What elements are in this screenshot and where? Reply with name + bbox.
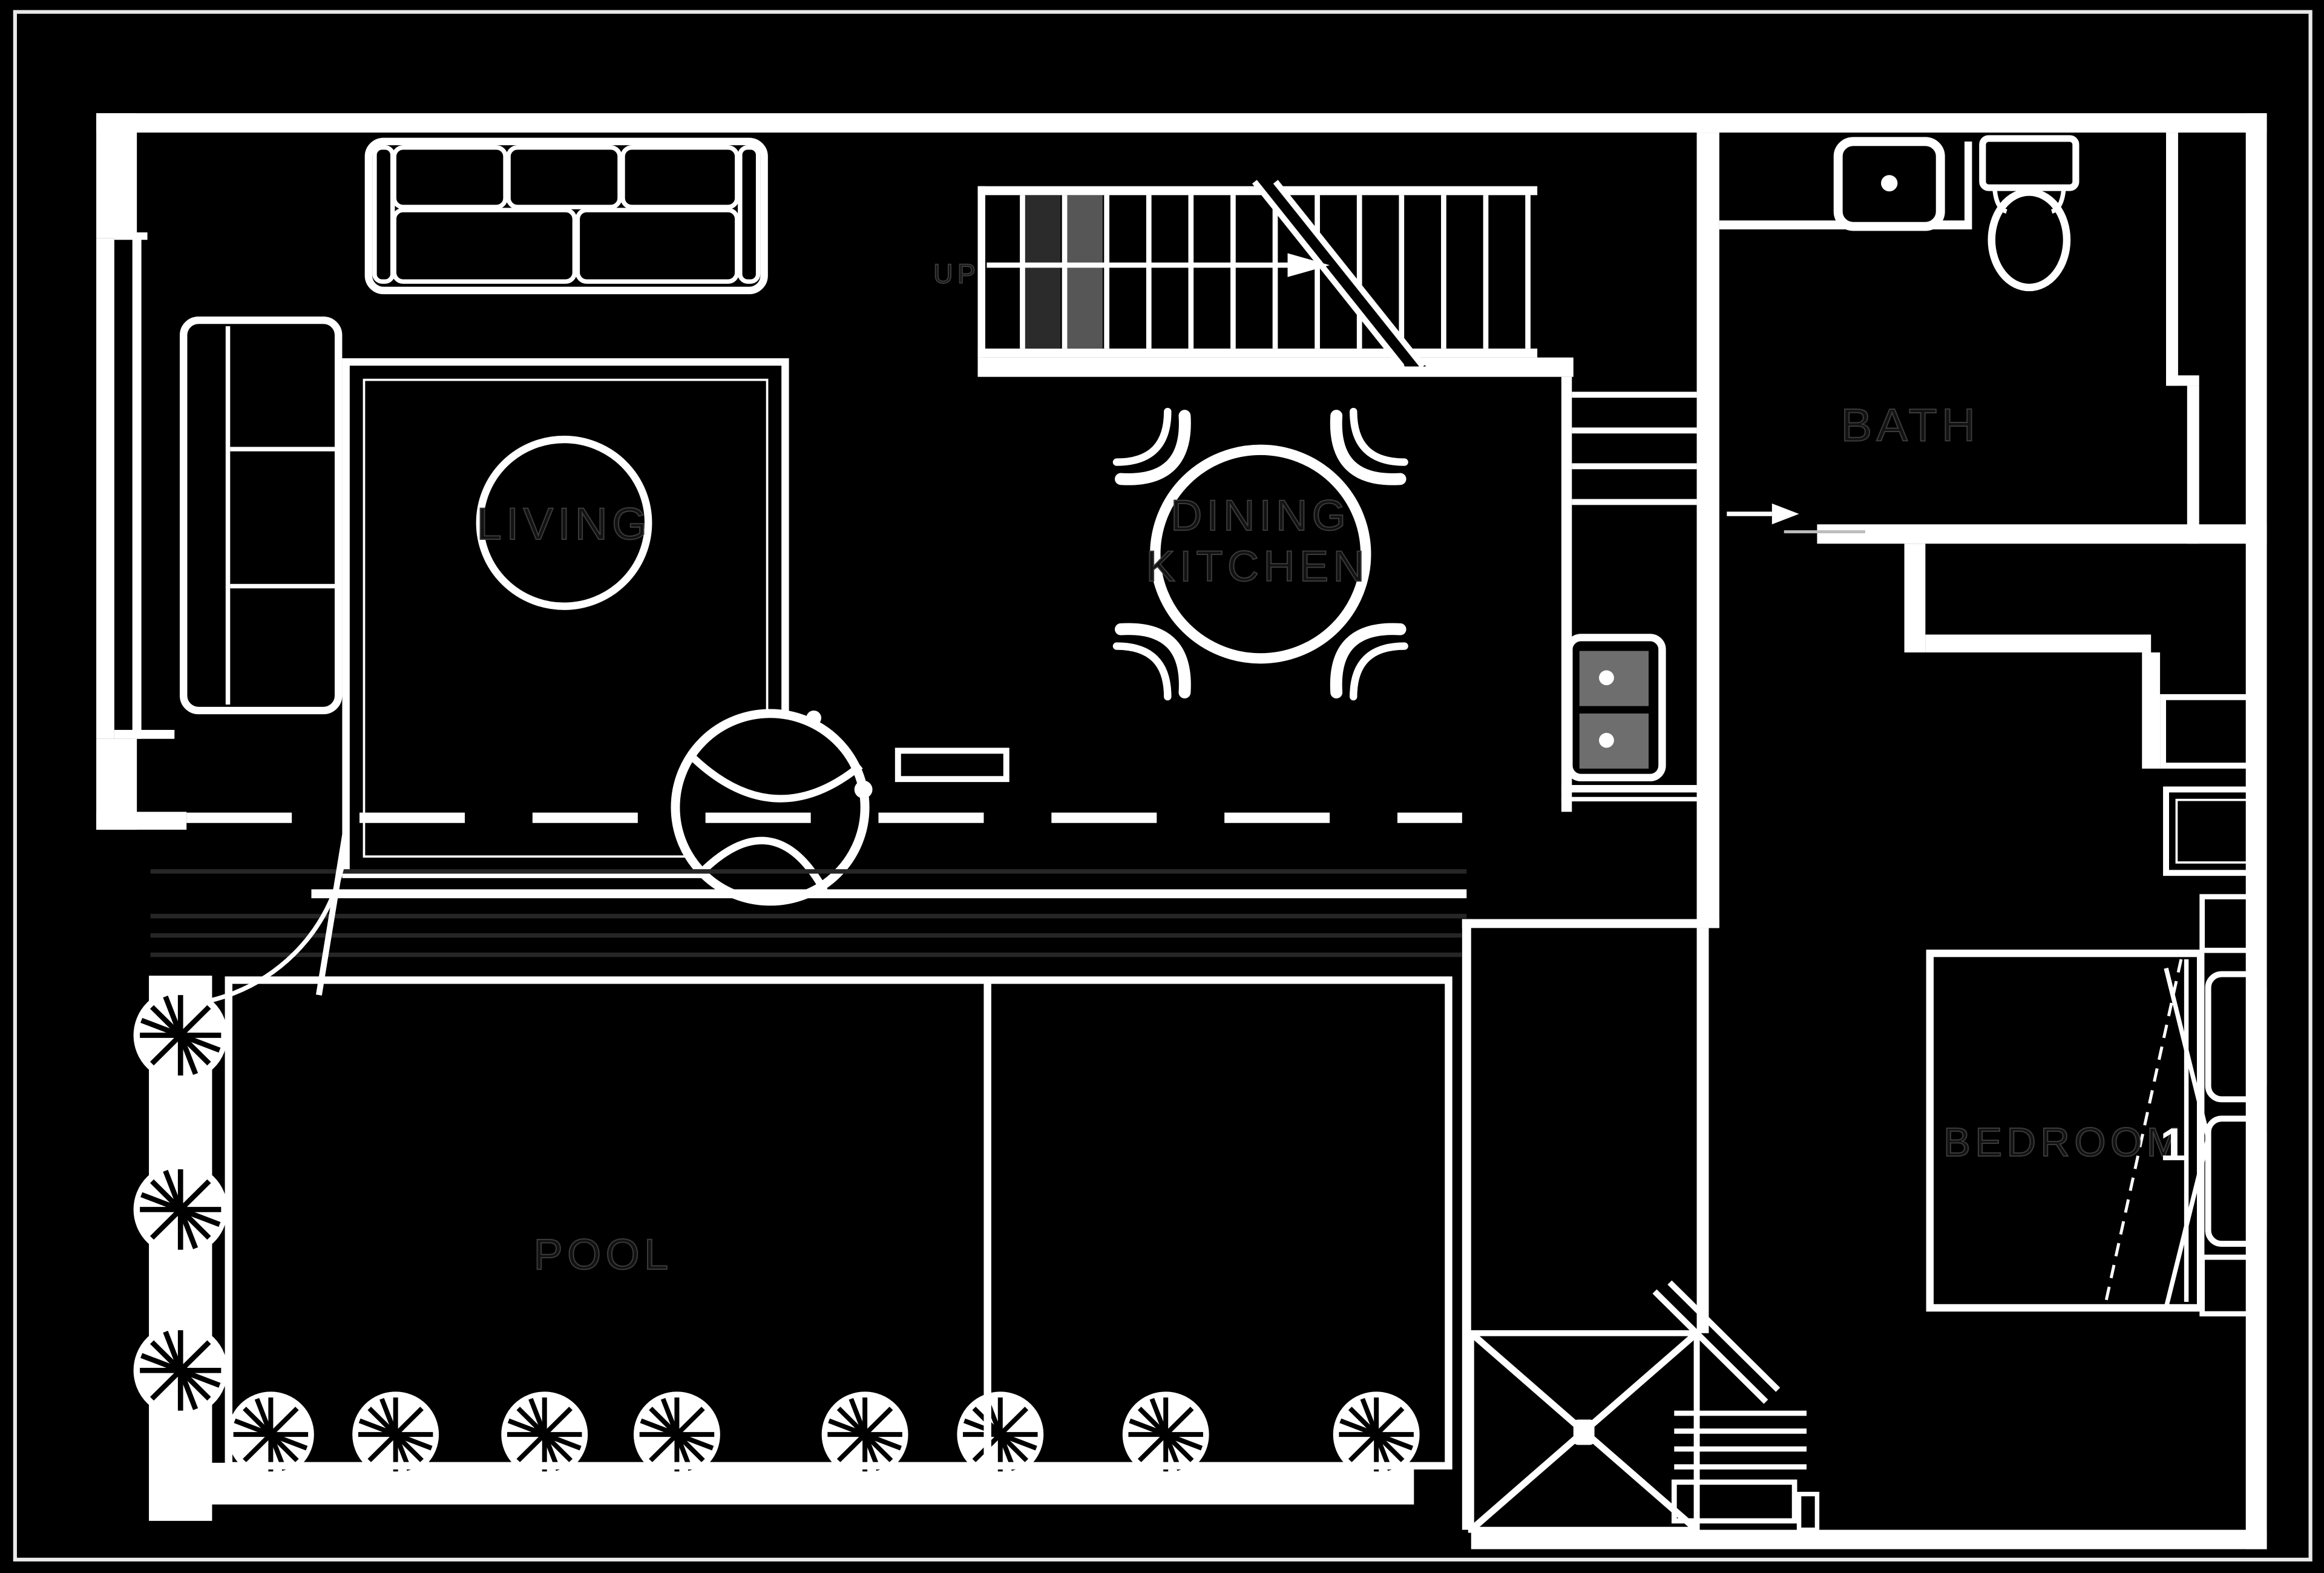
- stair-tread-highlight: [1066, 195, 1103, 349]
- dining-label-line2: KITCHEN: [1146, 542, 1370, 591]
- nightstand-top: [2199, 894, 2267, 953]
- bedroom-number-label: 1: [2160, 1120, 2186, 1171]
- rug-inner: [363, 378, 769, 858]
- storage-box: [2163, 786, 2266, 876]
- sofa-cushions: [372, 145, 761, 284]
- bedroom: BEDROOM 1: [1926, 694, 2267, 1317]
- dining-label-line1: DINING: [1170, 491, 1350, 540]
- bath-label: BATH: [1841, 400, 1980, 452]
- dining-table: [1150, 444, 1371, 664]
- ramp-and-steps: [1652, 1280, 1820, 1532]
- left-planter: [136, 976, 226, 1521]
- pillow-1: [2205, 971, 2267, 1103]
- break-line: [1252, 180, 1405, 369]
- bench: [894, 747, 1009, 783]
- sheet-border: [13, 10, 2313, 1562]
- armchair: [180, 316, 343, 715]
- break-line-2: [1273, 180, 1426, 369]
- pool: POOL: [225, 976, 1452, 1470]
- bedroom-label: BEDROOM: [1943, 1120, 2185, 1165]
- bathroom-sink: [1833, 137, 1945, 231]
- nightstand-bottom: [2199, 1254, 2267, 1317]
- entry-arrow: [1727, 503, 1865, 534]
- bottom-planter: [210, 1393, 1418, 1505]
- living-room: LIVING: [180, 137, 1009, 906]
- wall-layer: [96, 113, 2267, 1549]
- closet: [2160, 694, 2266, 769]
- pool-label: POOL: [534, 1230, 673, 1279]
- dining-chairs: [1112, 407, 1408, 701]
- stairs-up-label: UP: [933, 260, 980, 289]
- stair-tread-shadow: [1024, 195, 1061, 349]
- rug-outer: [342, 358, 789, 878]
- bathroom: BATH: [1719, 135, 2079, 534]
- up-arrow-head: [1287, 253, 1330, 277]
- lower-stair-treads: [1572, 392, 1697, 505]
- door-leaf: [316, 829, 349, 996]
- staircase: UP: [933, 180, 1697, 505]
- pool-divider: [983, 980, 991, 1466]
- living-label: LIVING: [476, 499, 651, 549]
- pillow-2: [2205, 1115, 2267, 1247]
- coffee-table: [476, 435, 652, 610]
- pool-basin: [225, 976, 1452, 1470]
- toilet: [1979, 135, 2079, 292]
- deck: [150, 812, 1467, 1008]
- round-chair: [671, 709, 873, 906]
- kitchen-double-sink: [1561, 634, 1697, 802]
- bed: [1926, 949, 2211, 1312]
- dining-kitchen: DINING KITCHEN: [1112, 407, 1697, 802]
- stair-treads: [1020, 195, 1531, 349]
